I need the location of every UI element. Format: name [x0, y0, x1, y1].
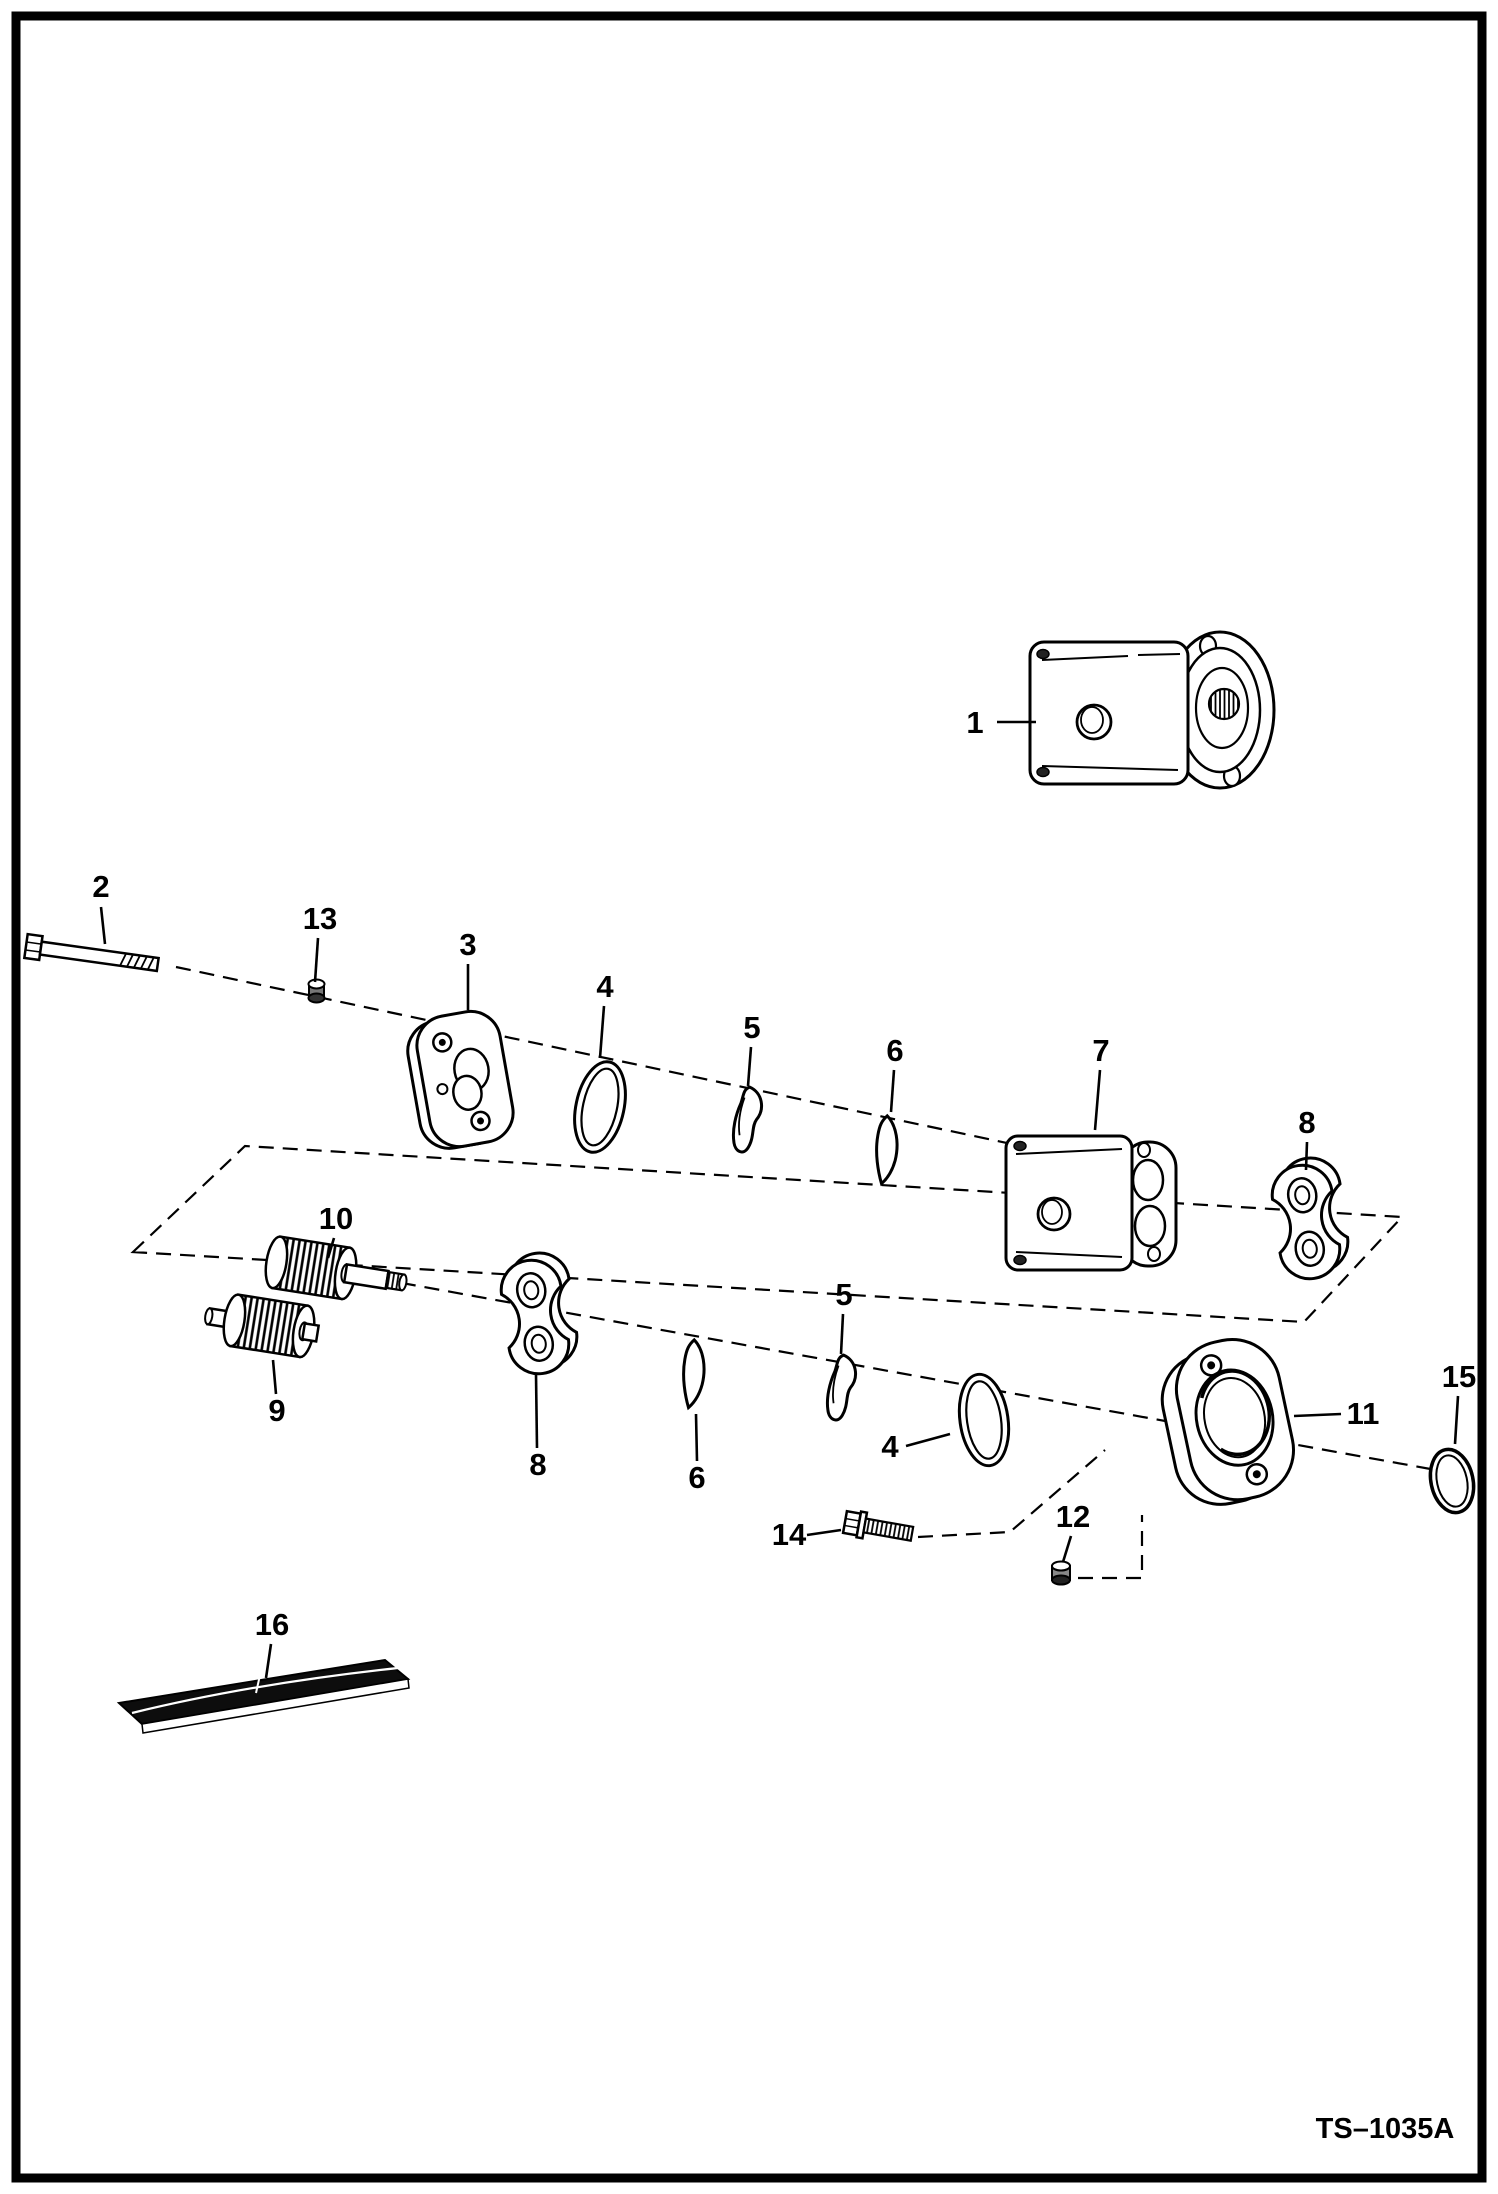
callout-label: 4	[596, 969, 614, 1004]
part-2-capscrew	[22, 932, 161, 973]
part-10-drive-gear	[261, 1233, 408, 1302]
leader-line	[1061, 1535, 1073, 1563]
callout-label: 6	[886, 1033, 903, 1068]
part-14-capscrew	[841, 1509, 915, 1542]
bolt-14-dashed-path	[917, 1449, 1106, 1539]
plug-12-dashed-path	[1078, 1515, 1144, 1580]
callout-5-lower: 5	[835, 1277, 853, 1355]
callout-5-upper: 5	[743, 1010, 761, 1087]
part-6-wedge-seal-upper	[872, 1113, 901, 1187]
leader-line	[313, 937, 320, 983]
callout-label: 12	[1056, 1499, 1090, 1534]
callout-8-left: 8	[529, 1373, 547, 1482]
part-9-driven-gear	[204, 1291, 321, 1360]
retainer-ring	[1200, 1369, 1271, 1457]
leader-line	[1093, 1069, 1102, 1131]
part-16-shim-plate	[116, 1658, 411, 1734]
leader-line	[534, 1373, 539, 1449]
leader-line	[326, 1237, 336, 1259]
callout-label: 10	[319, 1201, 353, 1236]
callout-6-upper: 6	[886, 1033, 904, 1113]
leader-line	[1453, 1395, 1460, 1445]
leader-line	[694, 1413, 699, 1462]
callout-4-lower: 4	[881, 1429, 951, 1464]
callout-label: 11	[1347, 1396, 1380, 1431]
callout-9: 9	[268, 1359, 286, 1428]
callout-10: 10	[319, 1201, 353, 1259]
part-12-plug	[1051, 1560, 1071, 1586]
callout-label: 2	[92, 869, 109, 904]
callout-label: 8	[1298, 1105, 1315, 1140]
part-5-seal-upper	[729, 1084, 765, 1156]
callout-label: 6	[688, 1460, 705, 1495]
callout-2: 2	[92, 869, 110, 945]
callout-label: 7	[1092, 1033, 1109, 1068]
leader-line	[271, 1359, 278, 1395]
part-15-o-ring	[1428, 1447, 1476, 1515]
page-border	[11, 11, 1487, 2183]
callout-label: 9	[268, 1393, 285, 1428]
part-5-seal-lower	[823, 1352, 859, 1424]
callout-6-lower: 6	[688, 1413, 706, 1495]
callout-label: 15	[1442, 1359, 1476, 1394]
callout-4-upper: 4	[596, 969, 614, 1059]
callout-7: 7	[1092, 1033, 1110, 1131]
callout-label: 5	[743, 1010, 760, 1045]
leader-line	[839, 1313, 845, 1355]
callout-13: 13	[303, 901, 337, 983]
callout-label: 1	[966, 705, 983, 740]
part-11-rear-cover	[1160, 1337, 1296, 1506]
callout-label: 4	[881, 1429, 899, 1464]
part-6-wedge-seal-lower	[679, 1337, 708, 1411]
callout-16: 16	[255, 1607, 289, 1679]
callout-8-right: 8	[1298, 1105, 1316, 1171]
assembly-plane-dashed-outline	[130, 1144, 1405, 1324]
leader-line	[99, 906, 107, 945]
callout-label: 13	[303, 901, 337, 936]
part-1-pump-assembly	[1028, 630, 1276, 790]
callout-11: 11	[1293, 1396, 1380, 1431]
callout-label: 8	[529, 1447, 546, 1482]
leader-line	[889, 1069, 896, 1113]
leader-line	[598, 1005, 606, 1059]
gear-bore-lower	[1133, 1204, 1167, 1248]
leader-line	[1293, 1412, 1342, 1418]
drawing-number: TS–1035A	[1316, 2113, 1455, 2145]
splined-shaft-end	[1207, 687, 1241, 721]
gear-bore-upper	[1131, 1158, 1165, 1202]
part-13-spacer	[307, 978, 326, 1004]
part-4-gasket-upper	[565, 1055, 635, 1159]
part-7-gear-housing	[1004, 1134, 1178, 1272]
callout-label: 3	[459, 927, 476, 962]
callout-3: 3	[459, 927, 477, 1010]
part-8-bearing-block-right	[1266, 1152, 1355, 1285]
callout-14: 14	[772, 1517, 842, 1552]
leader-line	[264, 1643, 273, 1679]
leader-line	[1304, 1141, 1309, 1171]
part-4-gasket-lower	[952, 1369, 1016, 1471]
callout-label: 16	[255, 1607, 289, 1642]
callout-12: 12	[1056, 1499, 1090, 1563]
leader-line	[746, 1046, 753, 1087]
part-3-front-plate	[406, 1009, 515, 1150]
callout-15: 15	[1442, 1359, 1476, 1445]
leader-line	[905, 1432, 951, 1448]
callout-1: 1	[966, 705, 1036, 740]
leader-line	[806, 1528, 842, 1537]
callout-label: 5	[835, 1277, 852, 1312]
callouts: 1 2 13 3 4 5 6 7	[92, 705, 1476, 1679]
callout-label: 14	[772, 1517, 807, 1552]
